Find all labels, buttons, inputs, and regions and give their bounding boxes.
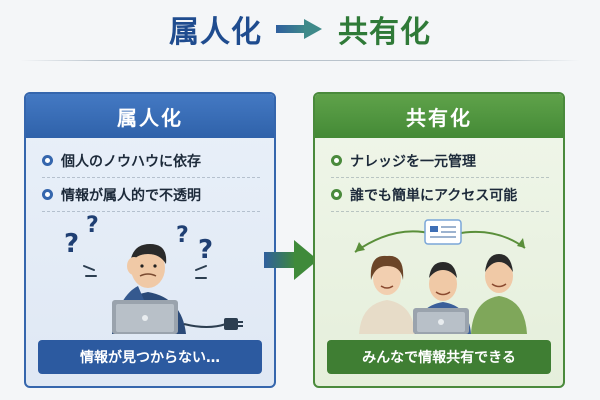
panel-siloed-title: 属人化	[26, 94, 274, 138]
header-divider	[20, 60, 580, 61]
bullet-item: 個人のノウハウに依存	[42, 144, 260, 178]
confused-person-illustration: ? ? ? ?	[64, 214, 243, 334]
bullet-item: 誰でも簡単にアクセス可能	[331, 178, 549, 212]
panel-shared-bullets: ナレッジを一元管理 誰でも簡単にアクセス可能	[315, 138, 563, 212]
bullet-dot-icon	[42, 155, 53, 166]
header-title: 属人化 共有化	[0, 0, 600, 58]
header-arrow-icon	[276, 19, 322, 39]
bullet-item: 情報が属人的で不透明	[42, 178, 260, 212]
bullet-dot-icon	[331, 155, 342, 166]
laptop-icon	[413, 308, 469, 334]
transition-arrow-icon	[264, 240, 318, 280]
team-sharing-illustration	[354, 219, 527, 334]
bullet-text: ナレッジを一元管理	[350, 153, 476, 170]
bullet-dot-icon	[42, 189, 53, 200]
header-to-label: 共有化	[338, 15, 431, 50]
bullet-text: 誰でも簡単にアクセス可能	[350, 187, 518, 204]
panel-siloed-caption: 情報が見つからない…	[38, 340, 262, 374]
svg-text:?: ?	[198, 235, 213, 265]
panel-shared: 共有化 ナレッジを一元管理 誰でも簡単にアクセス可能	[313, 92, 565, 388]
svg-text:?: ?	[176, 223, 189, 248]
laptop-icon	[112, 300, 178, 334]
bullet-dot-icon	[331, 189, 342, 200]
panel-shared-title: 共有化	[315, 94, 563, 138]
bullet-text: 個人のノウハウに依存	[61, 153, 201, 170]
bullet-text: 情報が属人的で不透明	[61, 187, 201, 204]
svg-text:?: ?	[64, 229, 79, 259]
question-marks-icon: ? ? ? ?	[64, 214, 213, 265]
bullet-item: ナレッジを一元管理	[331, 144, 549, 178]
panel-shared-caption: みんなで情報共有できる	[327, 340, 551, 374]
document-card-icon	[424, 219, 462, 245]
header-from-label: 属人化	[169, 15, 262, 50]
panel-siloed: 属人化 個人のノウハウに依存 情報が属人的で不透明 ? ? ? ?	[24, 92, 276, 388]
svg-text:?: ?	[86, 214, 99, 238]
panel-siloed-bullets: 個人のノウハウに依存 情報が属人的で不透明	[26, 138, 274, 212]
